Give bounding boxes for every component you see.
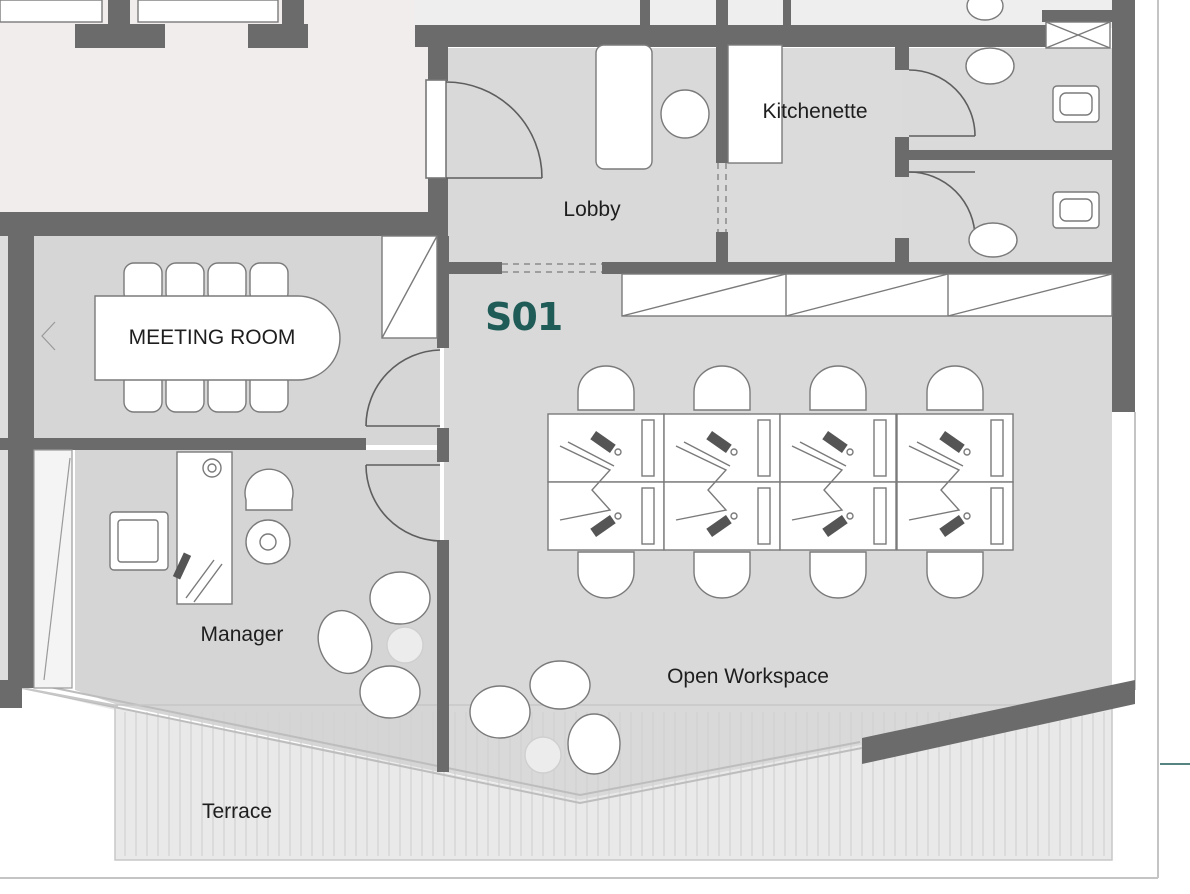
meeting-table xyxy=(94,295,341,381)
label-meeting-room: MEETING ROOM xyxy=(129,326,296,349)
toilet-top xyxy=(965,47,1015,85)
desk-chair xyxy=(809,365,867,411)
manager-furniture xyxy=(109,451,294,605)
terrace-border xyxy=(21,682,1113,861)
adjacent-shower xyxy=(137,0,279,23)
walls xyxy=(0,0,1135,772)
label-lobby: Lobby xyxy=(563,198,621,221)
manager-keyboard xyxy=(172,552,192,580)
doors xyxy=(365,69,976,542)
desk-chair xyxy=(577,365,635,411)
workstation-pair xyxy=(663,365,781,599)
desk-chair xyxy=(693,551,751,599)
lounge-seating xyxy=(317,571,621,775)
desk-chair xyxy=(693,365,751,411)
label-terrace: Terrace xyxy=(202,800,272,823)
door-openings xyxy=(502,163,727,273)
manager-desk xyxy=(176,451,233,605)
label-kitchenette: Kitchenette xyxy=(762,100,867,123)
desk-chair xyxy=(577,551,635,599)
desk-chair xyxy=(926,551,984,599)
label-open-workspace: Open Workspace xyxy=(667,665,829,688)
toilet-bottom xyxy=(968,222,1018,258)
outer-boundary xyxy=(0,0,1159,879)
unit-code: S01 xyxy=(485,295,562,339)
manager-chair xyxy=(244,468,294,511)
workstation-pair xyxy=(779,365,897,599)
lobby-floor xyxy=(428,48,720,270)
lobby-chair xyxy=(660,89,710,139)
workstation-cluster xyxy=(547,365,1014,599)
meeting-room-furniture xyxy=(94,262,341,413)
desk-chair xyxy=(809,551,867,599)
left-windows xyxy=(33,321,73,689)
label-manager: Manager xyxy=(201,623,284,646)
adjacent-unit-floor xyxy=(0,0,430,212)
kitchen-counter xyxy=(727,44,783,164)
desk-chair xyxy=(926,365,984,411)
top-strip-floor xyxy=(415,0,1115,28)
fixtures xyxy=(0,0,1113,339)
workstation-pair xyxy=(896,365,1014,599)
reception-counter xyxy=(595,44,653,170)
workstation-pair xyxy=(547,365,665,599)
